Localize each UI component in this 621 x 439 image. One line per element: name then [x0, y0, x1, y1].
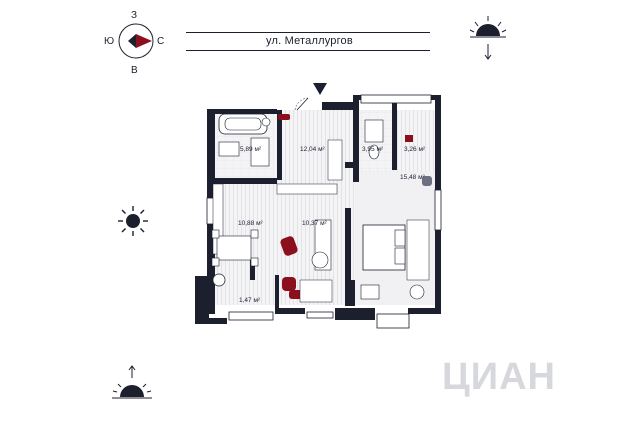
- watermark-logo: ЦИАН: [442, 356, 556, 398]
- street-line-bottom: [186, 50, 430, 51]
- room-area-kitchen: 10,88 м²: [238, 220, 263, 227]
- sunrise-arrow-icon: [112, 365, 152, 399]
- hall-bench: [278, 114, 290, 120]
- room-area-hallway: 12,04 м²: [300, 146, 325, 153]
- room-area-living: 10,37 м²: [302, 220, 327, 227]
- floor-plan: [195, 94, 442, 329]
- room-area-balcony: 1,47 м²: [239, 297, 261, 304]
- compass: З В Ю С: [100, 10, 180, 80]
- compass-north: З: [131, 10, 138, 21]
- bathtub: [218, 113, 268, 135]
- wardrobe-item: [405, 135, 413, 142]
- street-name: ул. Металлургов: [266, 35, 353, 47]
- sunset-arrow-icon: [469, 16, 507, 60]
- bedroom-chair: [422, 176, 432, 186]
- armchair-1: [280, 236, 298, 256]
- street-line-top: [186, 32, 430, 33]
- compass-west: Ю: [104, 36, 115, 47]
- room-area-bedroom: 15,48 м²: [400, 174, 425, 181]
- compass-icon: [118, 23, 154, 59]
- entrance-marker-icon: [313, 83, 327, 95]
- sun-icon: [118, 206, 148, 236]
- room-area-bathroom: 5,89 м²: [240, 146, 262, 153]
- room-area-wardrobe: 3,26 м²: [404, 146, 426, 153]
- armchair-2: [282, 277, 296, 291]
- room-area-wc: 3,95 м²: [362, 146, 384, 153]
- compass-east: С: [157, 36, 165, 47]
- compass-south: В: [131, 65, 138, 76]
